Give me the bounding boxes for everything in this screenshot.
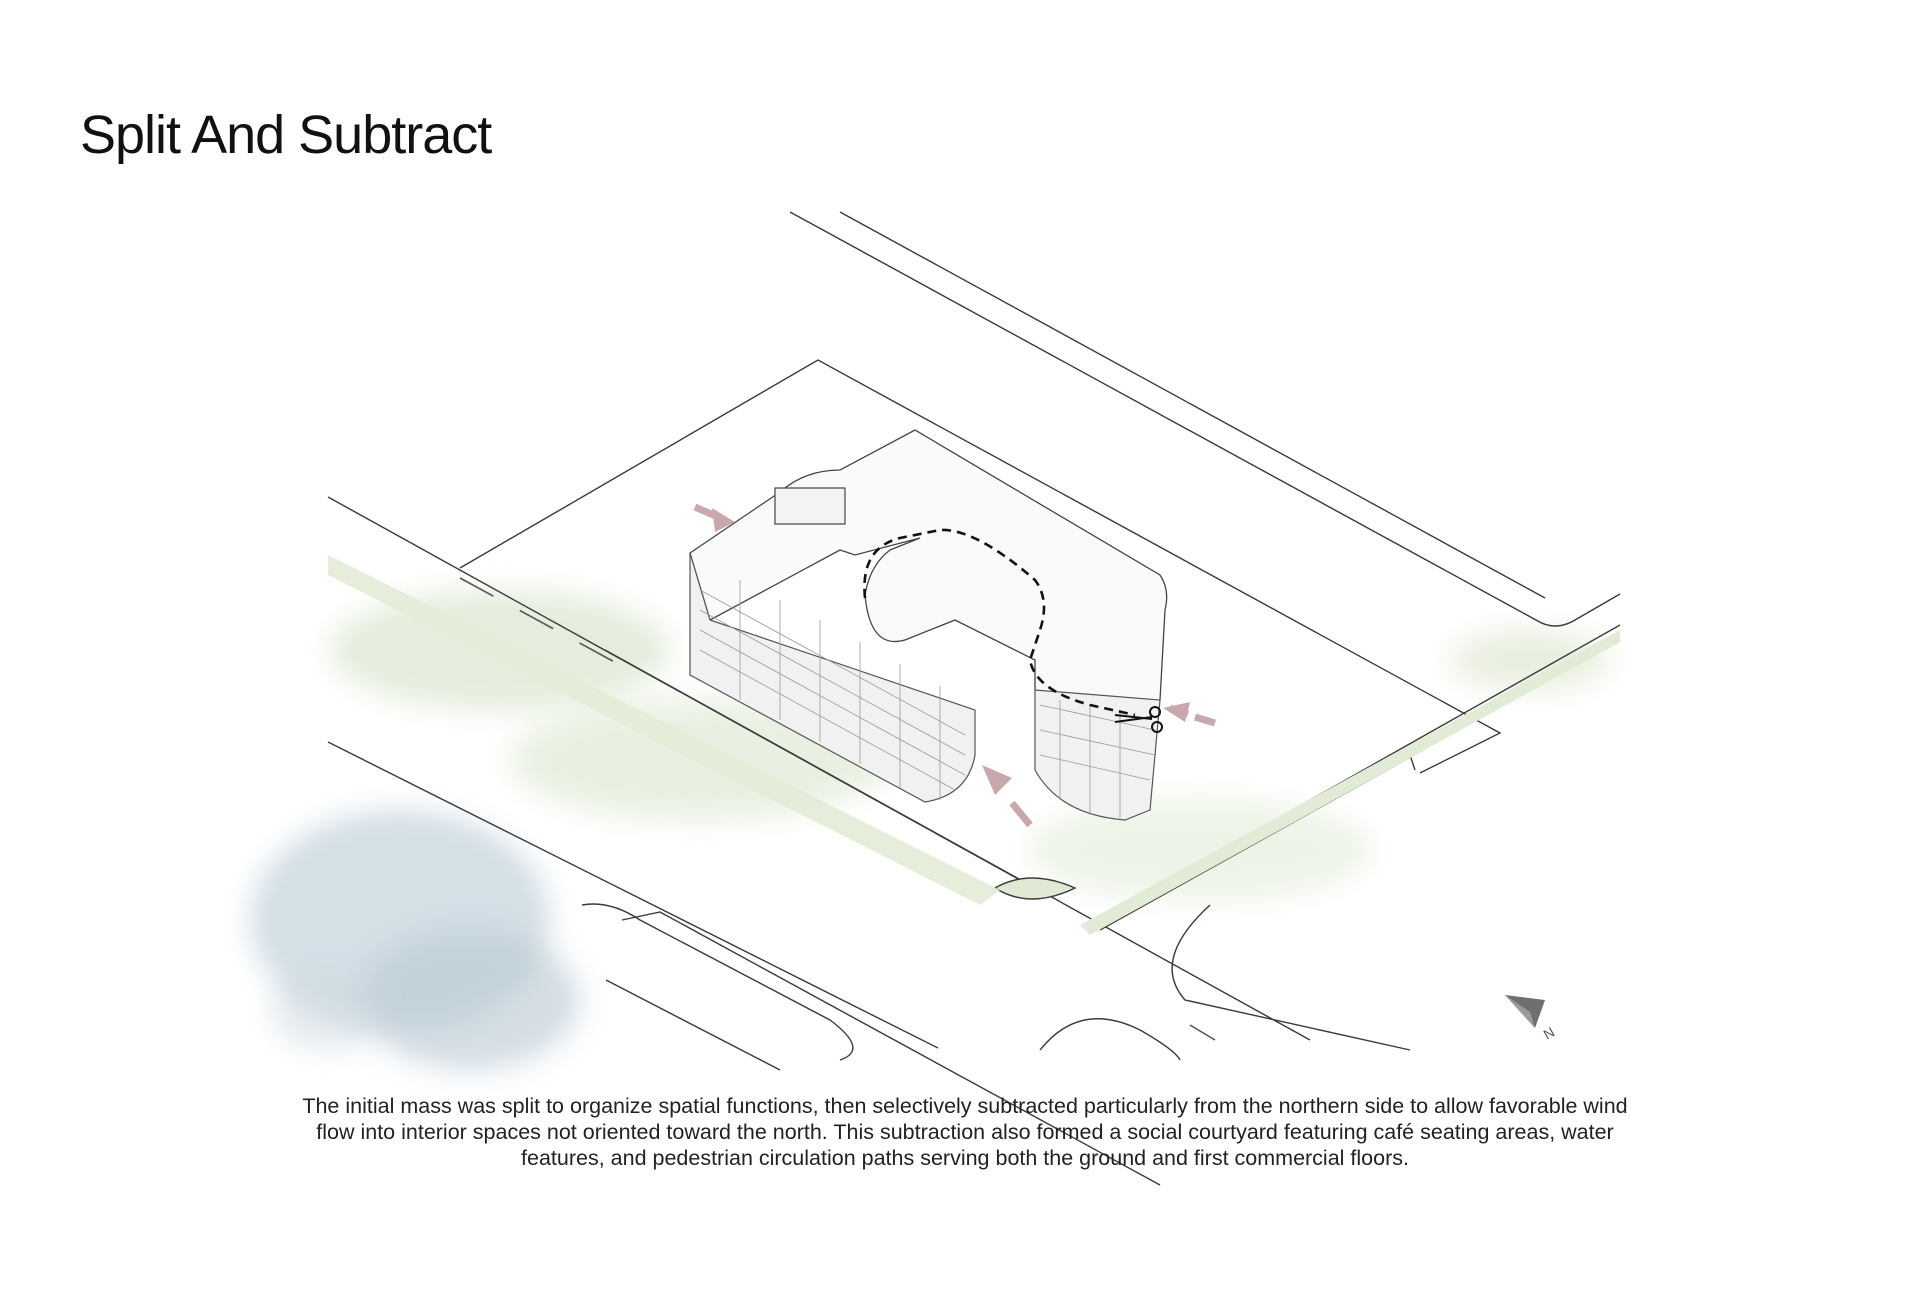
north-label: N [1541, 1024, 1558, 1043]
building-facade-west [689, 552, 976, 803]
lane-markings [459, 577, 1216, 1041]
site-plan-lines [327, 211, 1621, 1186]
building-facade-east [1034, 689, 1161, 821]
diagram-caption: The initial mass was split to organize s… [302, 1094, 1628, 1170]
rooftop-unit [774, 487, 846, 525]
diagram-title: Split And Subtract [80, 105, 492, 165]
scissors-icon [1114, 706, 1163, 733]
green-strips [328, 555, 1620, 935]
wind-arrow-icon [693, 503, 1217, 828]
north-arrow-icon [1505, 995, 1545, 1028]
subtraction-cut-line [863, 528, 1136, 717]
building-mass [689, 429, 1168, 821]
